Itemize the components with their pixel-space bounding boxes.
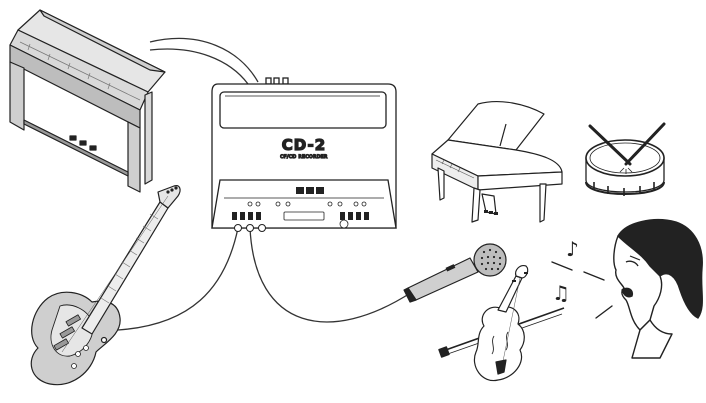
voice-sound-lines — [551, 261, 613, 319]
music-note-single-icon: ♪ — [566, 237, 579, 261]
recorder-unit: CD-2 CF/CD RECORDER — [211, 77, 397, 232]
cables — [117, 37, 413, 331]
music-note-double-icon: ♫ — [552, 281, 570, 305]
grand-piano — [431, 101, 563, 223]
cable-piano-to-recorder-2 — [149, 48, 249, 85]
recorder-model-label: CD-2 — [282, 136, 326, 154]
singing-person — [613, 219, 703, 359]
electric-guitar — [30, 185, 181, 386]
cable-mic-to-recorder — [249, 227, 413, 323]
microphone — [403, 243, 507, 303]
cable-guitar-to-recorder — [117, 227, 239, 331]
digital-piano — [9, 9, 166, 193]
cable-piano-to-recorder — [149, 37, 259, 83]
recorder-subtitle: CF/CD RECORDER — [280, 154, 328, 160]
snare-drum — [585, 122, 666, 196]
violin — [438, 265, 565, 382]
